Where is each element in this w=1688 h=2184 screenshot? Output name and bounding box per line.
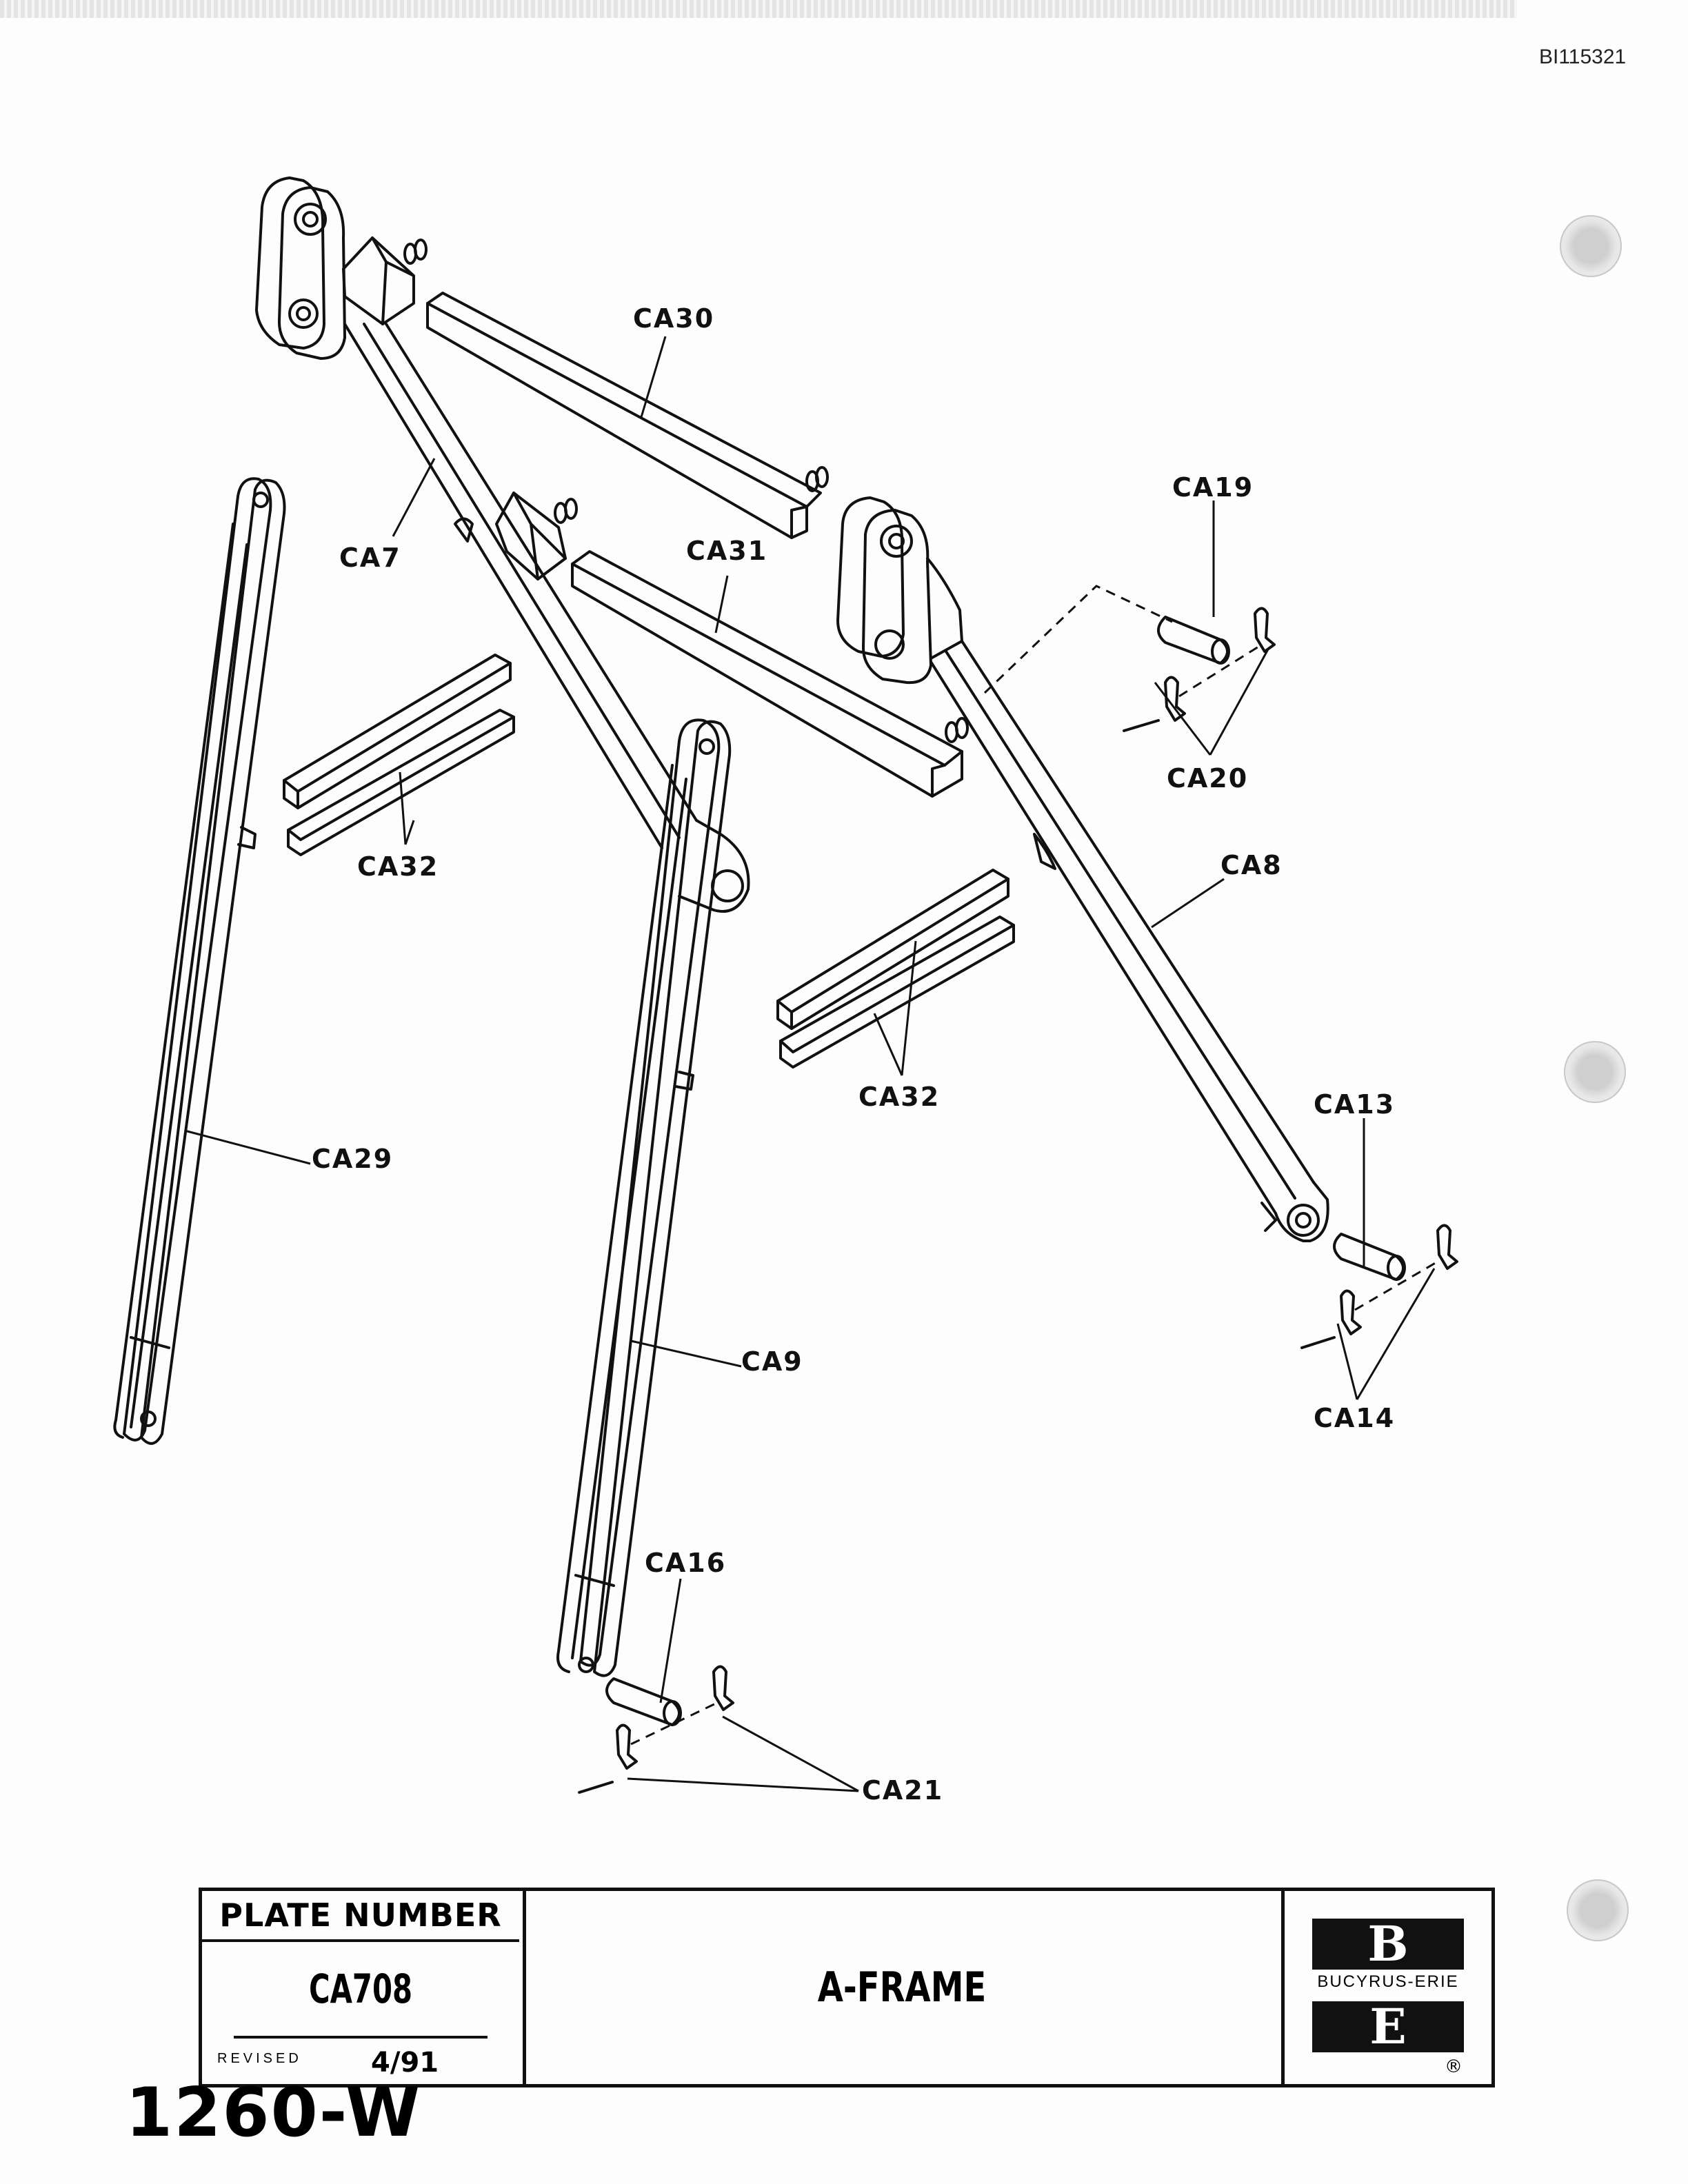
label-ca8: CA8	[1220, 850, 1283, 880]
punch-hole-middle	[1564, 1041, 1626, 1103]
ca7-leg-part	[255, 176, 750, 913]
leader-lines	[184, 336, 1436, 1792]
scan-edge-strip	[0, 0, 1517, 18]
label-ca29: CA29	[312, 1144, 393, 1174]
label-ca13: CA13	[1314, 1089, 1395, 1120]
title-block: PLATE NUMBER CA708 REVISED 4/91 A-FRAME …	[199, 1888, 1495, 2087]
drawing-title: A-FRAME	[817, 1963, 987, 2012]
model-number: 1260-W	[125, 2074, 422, 2152]
label-ca16: CA16	[645, 1548, 726, 1578]
ca9-member-part	[556, 718, 732, 1677]
document-id: BI115321	[1539, 46, 1627, 68]
ca13-pin-part	[1300, 1224, 1458, 1349]
label-ca31: CA31	[686, 536, 767, 566]
title-section: A-FRAME	[523, 1891, 1285, 2084]
logo-e-block: E	[1312, 2001, 1464, 2052]
ca8-leg-part	[836, 496, 1329, 1242]
registered-mark: ®	[1445, 2056, 1463, 2077]
ca19-pin-part	[1123, 607, 1276, 732]
bucyrus-erie-logo: B BUCYRUS-ERIE E ®	[1285, 1891, 1491, 2084]
ca32-channels-right-part	[776, 869, 1015, 1069]
logo-brand-name: BUCYRUS-ERIE	[1317, 1972, 1459, 1991]
label-ca9: CA9	[741, 1346, 803, 1377]
ca32-channels-left-part	[283, 654, 515, 856]
label-ca19: CA19	[1172, 472, 1254, 503]
plate-section: PLATE NUMBER CA708 REVISED 4/91	[202, 1891, 526, 2084]
label-ca32-right: CA32	[858, 1082, 940, 1112]
label-ca30: CA30	[633, 303, 714, 334]
punch-hole-top	[1560, 215, 1622, 277]
ca29-member-part	[113, 477, 286, 1445]
label-ca14: CA14	[1314, 1403, 1395, 1433]
label-ca20: CA20	[1167, 763, 1248, 793]
label-ca7: CA7	[339, 543, 401, 573]
punch-hole-bottom	[1567, 1879, 1629, 1941]
pin-axis-lines	[630, 585, 1438, 1746]
ca30-brace-part	[426, 292, 829, 539]
revised-label: REVISED	[217, 2051, 302, 2066]
ca31-brace-part	[571, 550, 969, 798]
label-ca21: CA21	[862, 1775, 943, 1806]
plate-number: CA708	[234, 1942, 488, 2039]
plate-number-header: PLATE NUMBER	[202, 1891, 519, 1942]
revised-date: 4/91	[371, 2047, 439, 2079]
ca16-pin-part	[578, 1665, 734, 1794]
logo-b-block: B	[1312, 1919, 1464, 1970]
label-ca32-left: CA32	[357, 851, 439, 882]
